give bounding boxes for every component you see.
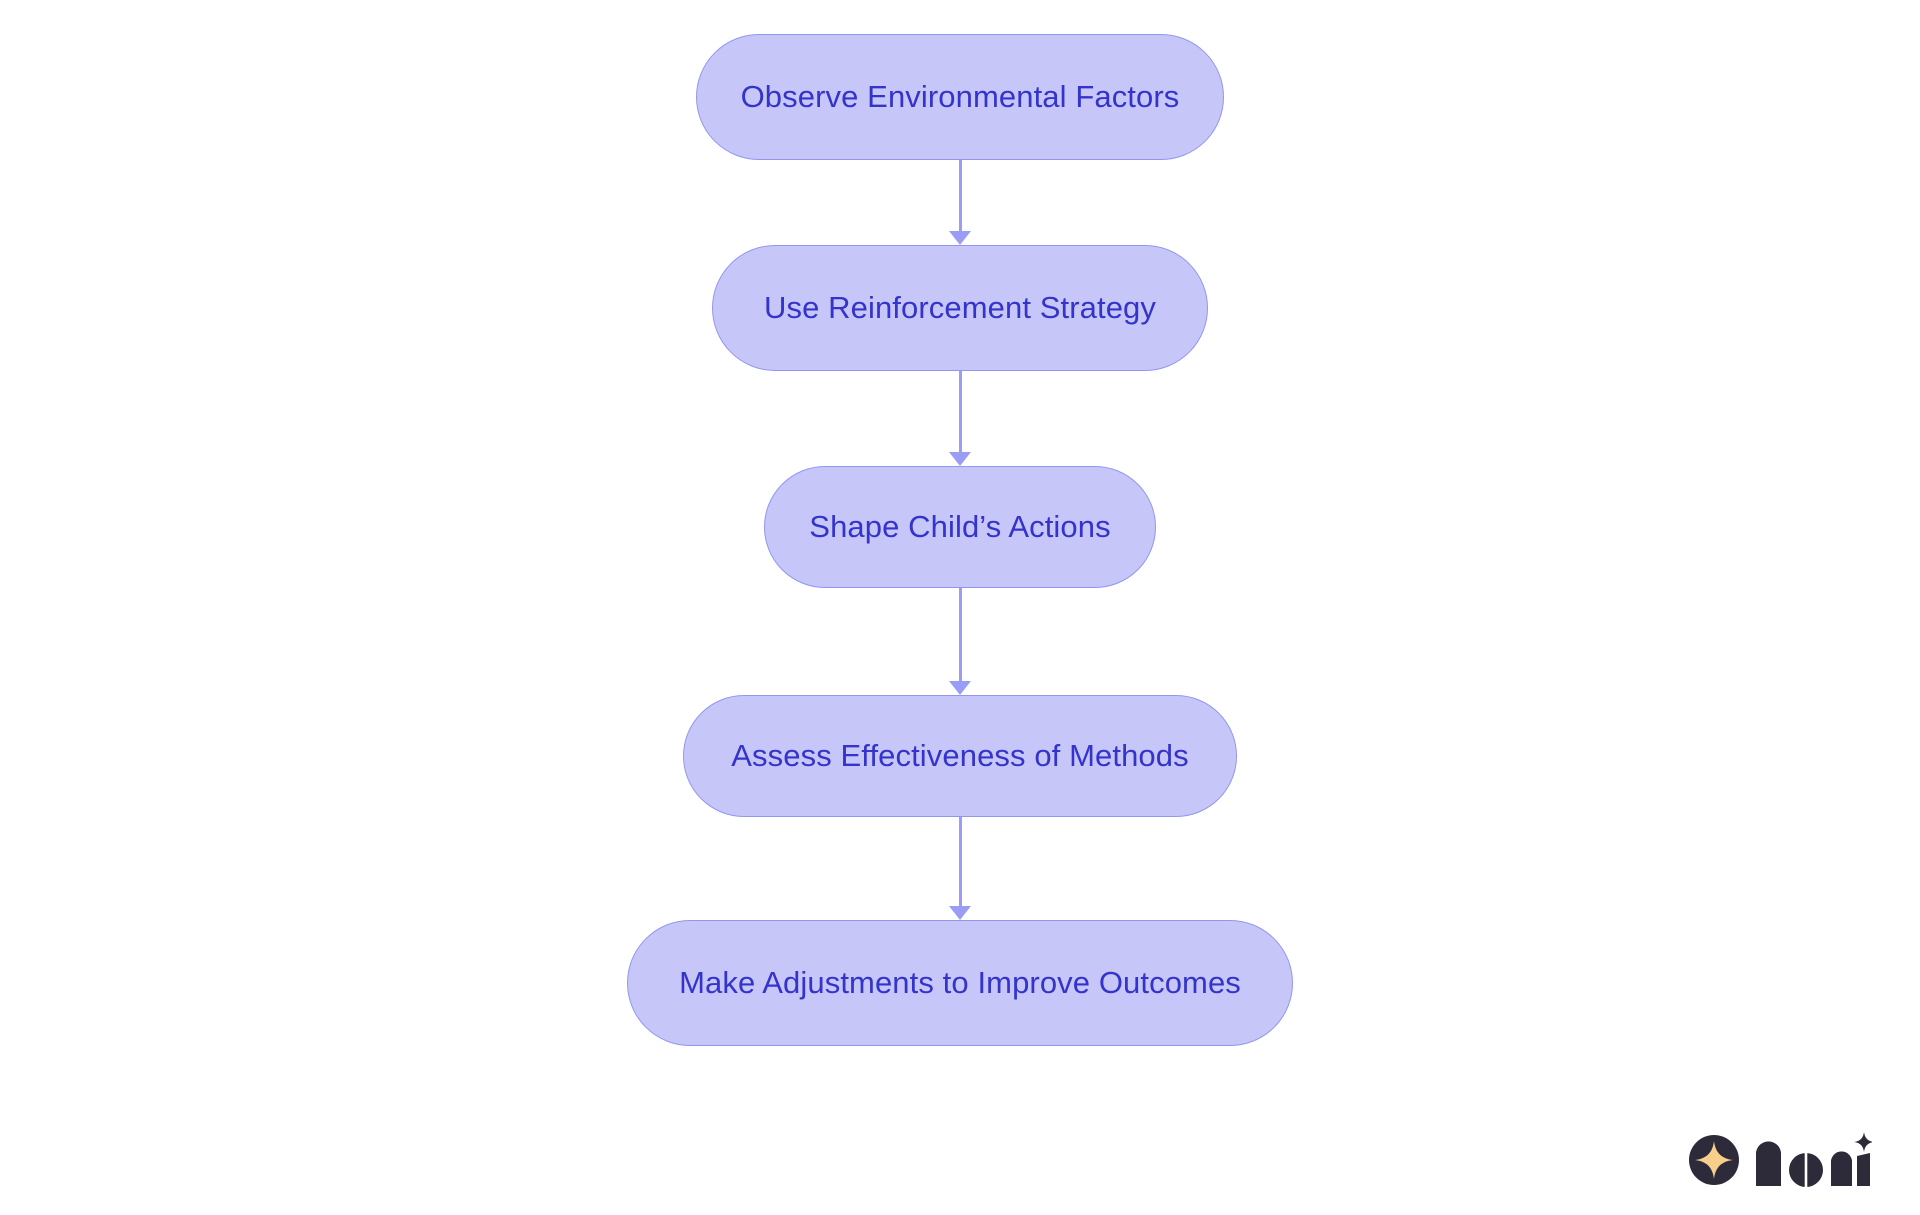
arrowhead-down-icon (949, 231, 971, 245)
flow-node-label: Make Adjustments to Improve Outcomes (679, 964, 1241, 1000)
four-point-star-in-circle-icon (1688, 1134, 1740, 1191)
flow-node-label: Observe Environmental Factors (740, 78, 1180, 114)
flow-node-label: Assess Effectiveness of Methods (731, 737, 1189, 773)
arrowhead-down-icon (949, 906, 971, 920)
arrowhead-down-icon (949, 681, 971, 695)
flow-connector-1 (945, 160, 975, 245)
brand-wordmark (1754, 1132, 1874, 1193)
flow-node-label: Use Reinforcement Strategy (764, 289, 1156, 325)
connector-line (958, 160, 962, 232)
flow-connector-2 (945, 371, 975, 466)
connector-line (958, 817, 962, 907)
brand-logo: rori (1688, 1132, 1874, 1193)
flow-node-use-reinforcement-strategy[interactable]: Use Reinforcement Strategy (712, 245, 1208, 371)
connector-line (958, 371, 962, 453)
flowchart-node-column: Observe Environmental Factors Use Reinfo… (0, 34, 1920, 1046)
connector-line (958, 588, 962, 682)
arrowhead-down-icon (949, 452, 971, 466)
flow-node-assess-effectiveness-of-methods[interactable]: Assess Effectiveness of Methods (683, 695, 1237, 817)
flow-node-shape-childs-actions[interactable]: Shape Child’s Actions (764, 466, 1156, 588)
flow-connector-4 (945, 817, 975, 920)
flow-node-label: Shape Child’s Actions (809, 508, 1111, 544)
flow-node-make-adjustments-to-improve-outcomes[interactable]: Make Adjustments to Improve Outcomes (627, 920, 1293, 1046)
flow-connector-3 (945, 588, 975, 695)
flow-node-observe-environmental-factors[interactable]: Observe Environmental Factors (696, 34, 1224, 160)
